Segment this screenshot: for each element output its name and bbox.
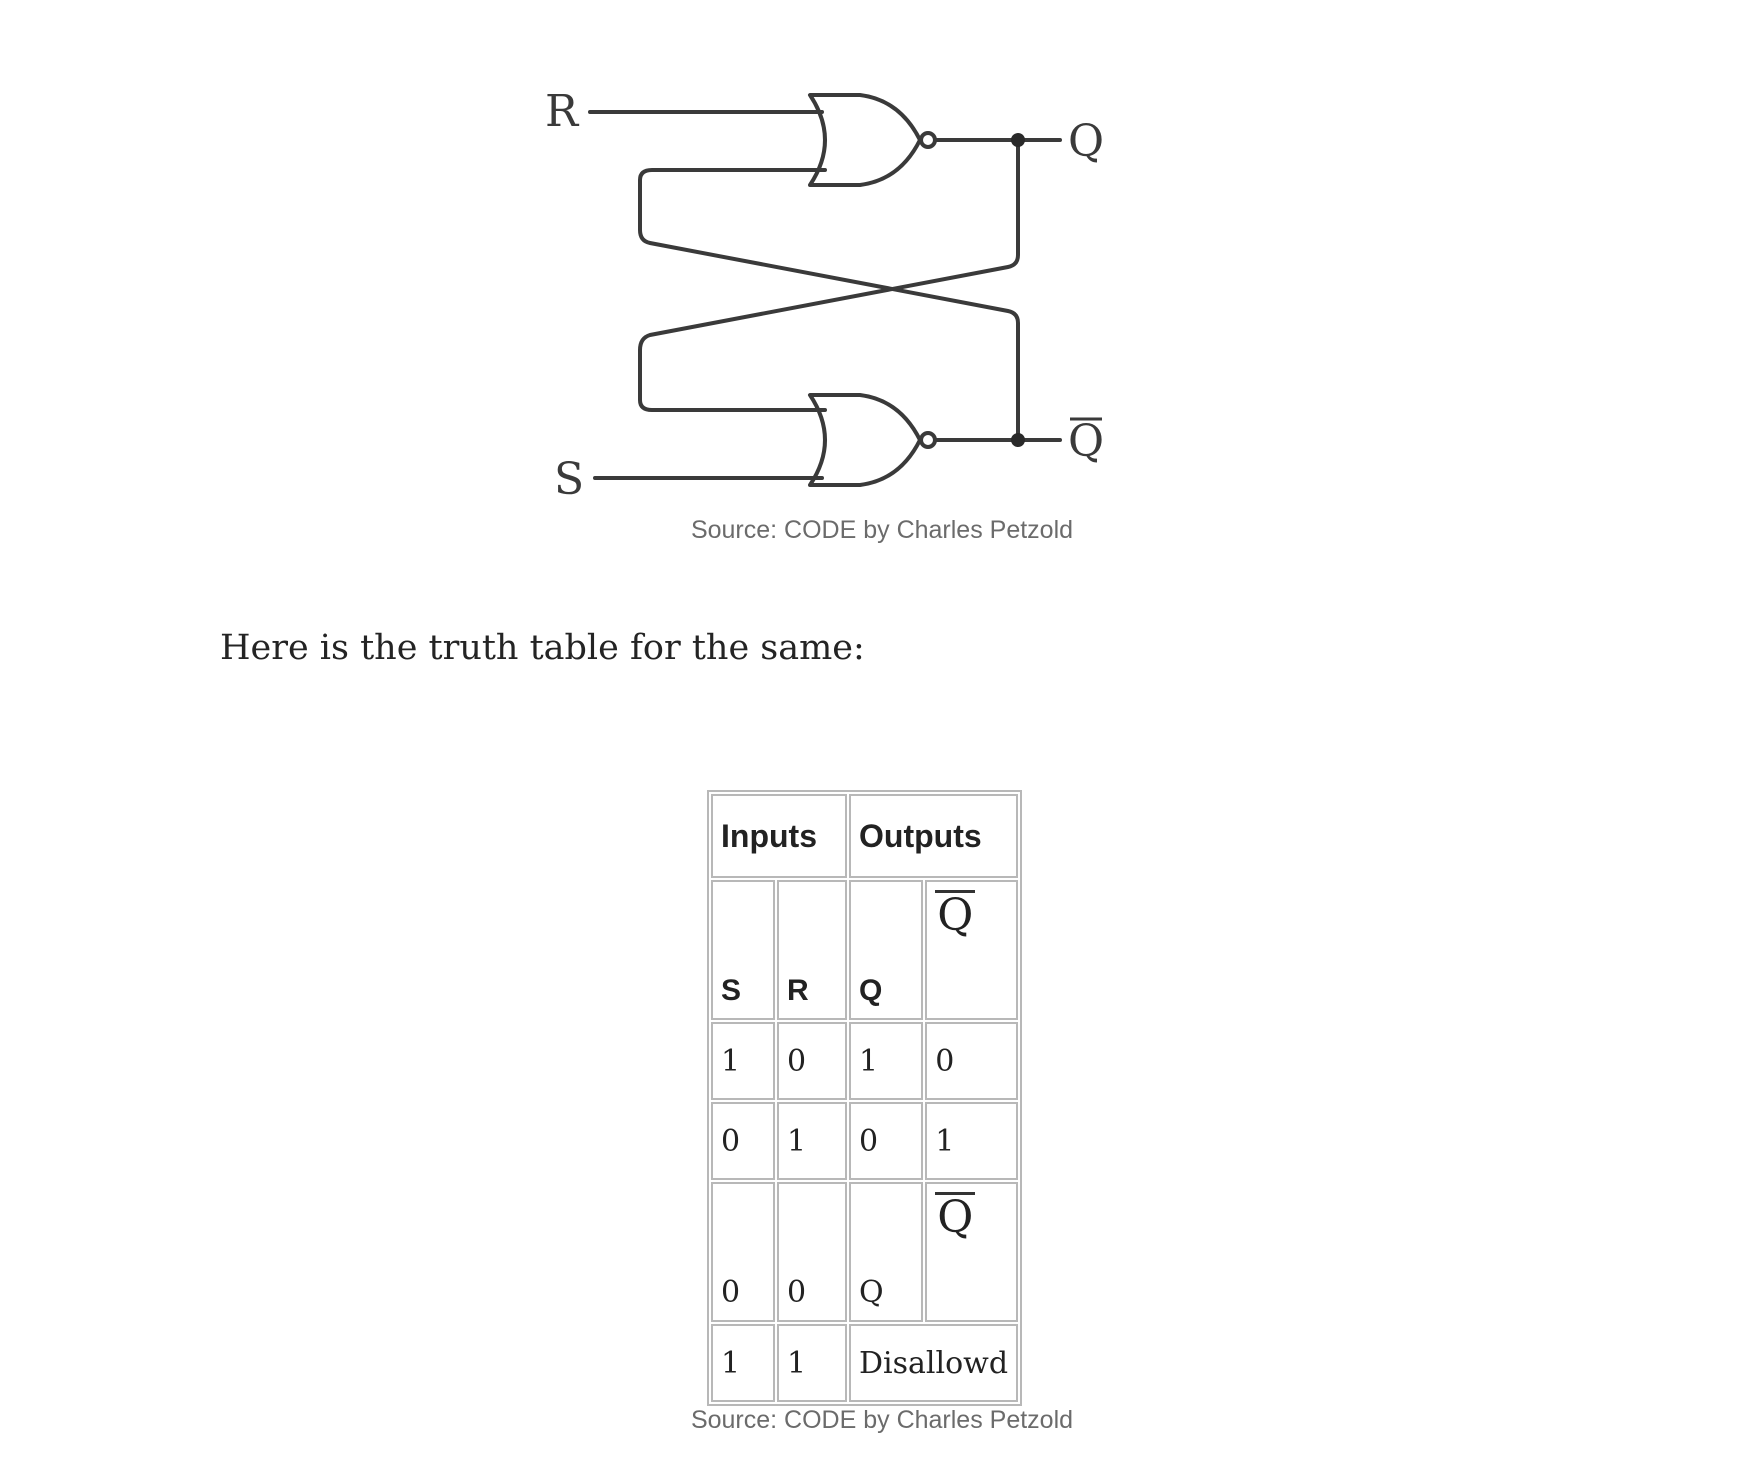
outputs-header: Outputs	[849, 794, 1019, 878]
bottom-nor-bubble	[919, 431, 937, 449]
cell-output-disallowed: Disallowd	[849, 1324, 1019, 1402]
qbar-label: Q	[1068, 416, 1104, 467]
table-row: 0 0 Q Q	[711, 1182, 1019, 1322]
cell-q: 0	[849, 1102, 924, 1180]
truth-table: Inputs Outputs S R Q Q 1 0 1 0 0 1 0 1 0…	[707, 790, 1023, 1406]
q-label: Q	[1068, 116, 1104, 167]
q-column-header: Q	[849, 880, 924, 1020]
cell-q: 1	[849, 1022, 924, 1100]
bottom-nor-gate	[808, 392, 922, 487]
qbar-symbol: Q	[935, 890, 976, 941]
qbar-symbol: Q	[935, 1192, 976, 1243]
top-nor-gate	[808, 93, 922, 187]
sr-latch-circuit-svg: R S Q Q	[545, 86, 1104, 500]
cell-s: 0	[711, 1182, 775, 1322]
sr-latch-diagram: R S Q Q	[540, 70, 1160, 500]
qbar-feedback-wire	[638, 168, 1020, 442]
table-row: 0 1 0 1	[711, 1102, 1019, 1180]
cell-qbar: 0	[925, 1022, 1019, 1100]
cell-q: Q	[849, 1182, 924, 1322]
r-label: R	[545, 86, 580, 137]
table-subheader-row: S R Q Q	[711, 880, 1019, 1020]
s-label: S	[554, 454, 584, 500]
cell-r: 1	[777, 1102, 847, 1180]
qbar-column-header: Q	[925, 880, 1019, 1020]
s-column-header: S	[711, 880, 775, 1020]
q-feedback-wire	[638, 138, 1020, 412]
r-column-header: R	[777, 880, 847, 1020]
cell-r: 0	[777, 1182, 847, 1322]
cell-qbar: Q	[925, 1182, 1019, 1322]
diagram-caption: Source: CODE by Charles Petzold	[690, 516, 1074, 544]
top-nor-bubble	[919, 131, 937, 149]
body-paragraph: Here is the truth table for the same:	[220, 628, 865, 668]
table-row: 1 1 Disallowd	[711, 1324, 1019, 1402]
qbar-junction-dot	[1011, 433, 1025, 447]
table-caption: Source: CODE by Charles Petzold	[690, 1406, 1074, 1434]
table-header-row: Inputs Outputs	[711, 794, 1019, 878]
cell-s: 0	[711, 1102, 775, 1180]
cell-s: 1	[711, 1022, 775, 1100]
inputs-header: Inputs	[711, 794, 847, 878]
cell-s: 1	[711, 1324, 775, 1402]
cell-r: 0	[777, 1022, 847, 1100]
cell-qbar: 1	[925, 1102, 1019, 1180]
q-junction-dot	[1011, 133, 1025, 147]
table-row: 1 0 1 0	[711, 1022, 1019, 1100]
cell-r: 1	[777, 1324, 847, 1402]
